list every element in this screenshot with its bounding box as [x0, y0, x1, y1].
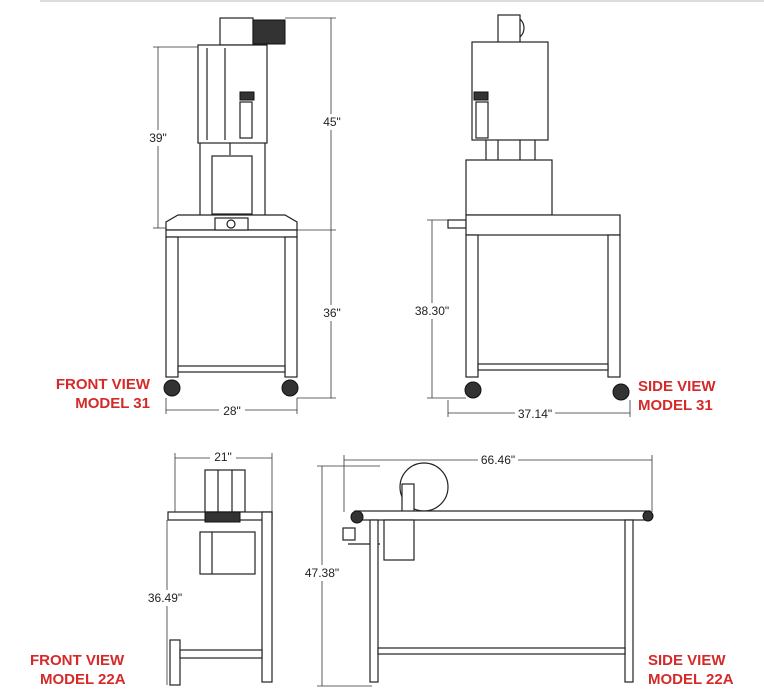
dim-height-table: 36": [323, 306, 341, 320]
dim-height: 36.49": [148, 591, 182, 605]
view-title: SIDE VIEW: [648, 652, 726, 669]
machine-drawing: [447, 14, 630, 401]
view-model: MODEL 31: [638, 397, 713, 414]
side-view-model-22a: 66.46" 47.38" SIDE VIEW MODEL 22A: [302, 452, 734, 688]
view-title: FRONT VIEW: [30, 652, 125, 669]
machine-drawing: [167, 469, 273, 686]
view-title: FRONT VIEW: [56, 376, 151, 393]
dim-height: 47.38": [305, 566, 339, 580]
view-title: SIDE VIEW: [638, 378, 716, 395]
dim-height: 38.30": [415, 304, 449, 318]
dim-width: 28": [223, 404, 241, 418]
dim-width: 21": [214, 450, 232, 464]
machine-drawing: [163, 17, 299, 397]
front-view-model-22a: 21" 36.49" FRONT VIEW MODEL 22A: [30, 449, 273, 688]
machine-drawing: [342, 462, 654, 683]
view-model: MODEL 22A: [648, 671, 734, 688]
dim-width: 37.14": [518, 407, 552, 421]
view-model: MODEL 31: [75, 395, 150, 412]
dim-width: 66.46": [481, 453, 515, 467]
dim-height-upper: 39": [149, 131, 167, 145]
dim-height-total: 45": [323, 115, 341, 129]
side-view-model-31: 38.30" 37.14" SIDE VIEW MODEL 31: [412, 14, 716, 421]
view-model: MODEL 22A: [40, 671, 126, 688]
front-view-model-31: 39" 45" 36" 28" FRONT VIEW MODEL 31: [56, 17, 345, 418]
dimension-lines: [427, 219, 631, 417]
